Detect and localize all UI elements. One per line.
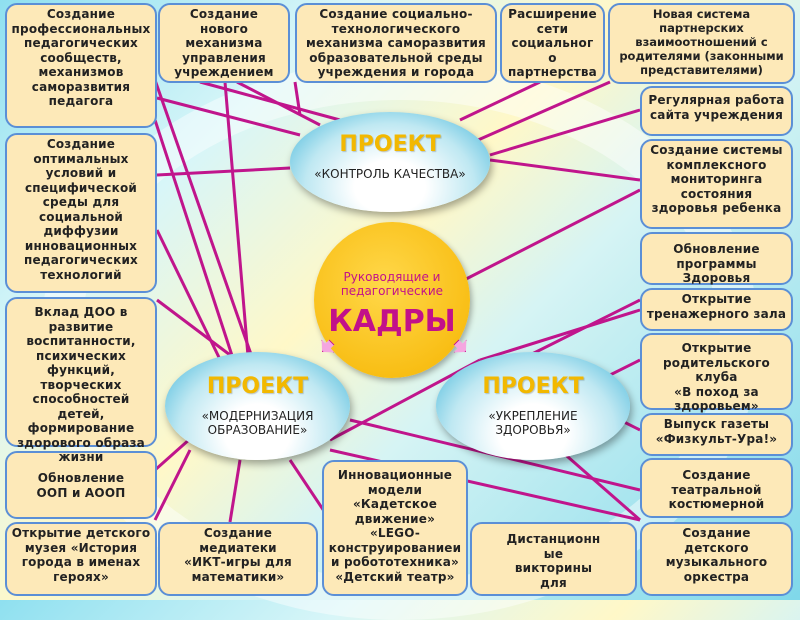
center-title: КАДРЫ — [328, 304, 456, 339]
project-subtitle: «УКРЕПЛЕНИЕ ЗДОРОВЬЯ» — [488, 409, 578, 437]
box-media-library: Создание медиатеки «ИКТ-игры для математ… — [158, 522, 318, 596]
box-professional-communities: Создание профессиональных педагогических… — [5, 3, 157, 128]
project-title: ПРОЕКТ — [339, 132, 441, 157]
box-innovative-models: Инновационные модели «Кадетское движение… — [322, 460, 468, 596]
box-health-monitoring: Создание системы комплексного мониторинг… — [640, 139, 793, 229]
box-newspaper: Выпуск газеты «Физкульт-Ура!» — [640, 413, 793, 456]
project-subtitle: «КОНТРОЛЬ КАЧЕСТВА» — [314, 167, 466, 181]
connector-line — [519, 298, 641, 362]
box-music-orchestra: Создание детского музыкального оркестра — [640, 522, 793, 596]
box-health-program: Обновление программы Здоровья — [640, 232, 793, 285]
box-oop-update: Обновление ООП и АООП — [5, 451, 157, 519]
connector-line — [153, 79, 262, 381]
project-subtitle: «МОДЕРНИЗАЦИЯ ОБРАЗОВАНИЕ» — [201, 409, 314, 437]
connector-line — [489, 108, 641, 157]
box-website: Регулярная работа сайта учреждения — [640, 86, 793, 136]
connector-line — [156, 166, 291, 177]
box-optimal-conditions: Создание оптимальных условий и специфиче… — [5, 133, 157, 293]
box-management-mechanism: Создание нового механизма управления учр… — [158, 3, 290, 83]
project-modernization: ПРОЕКТ «МОДЕРНИЗАЦИЯ ОБРАЗОВАНИЕ» — [165, 352, 350, 460]
box-social-partnership: Расширение сети социальног о партнерства — [500, 3, 605, 83]
connector-line — [459, 80, 541, 122]
project-health: ПРОЕКТ «УКРЕПЛЕНИЕ ЗДОРОВЬЯ» — [436, 352, 630, 460]
connector-line — [155, 229, 232, 381]
connector-line — [223, 81, 252, 381]
box-parents-partnership: Новая система партнерских взаимоотношени… — [608, 3, 795, 84]
box-parents-club: Открытие родительского клуба «В поход за… — [640, 333, 793, 413]
connector-line — [153, 449, 192, 521]
box-remote-quizzes: Дистанционн ые викторины для — [470, 522, 637, 596]
connector-line — [477, 80, 611, 142]
box-children-museum: Открытие детского музея «История города … — [5, 522, 157, 596]
box-costume-room: Создание театральной костюмерной — [640, 458, 793, 518]
center-staff: Руководящие и педагогические КАДРЫ — [314, 222, 470, 378]
connector-line — [153, 119, 242, 381]
connector-line — [479, 308, 641, 362]
project-title: ПРОЕКТ — [206, 374, 309, 399]
box-social-tech-mechanism: Создание социально- технологического мех… — [295, 3, 497, 83]
project-title: ПРОЕКТ — [482, 374, 584, 399]
box-doo-contribution: Вклад ДОО в развитие воспитанности, псих… — [5, 297, 157, 464]
connector-line — [228, 459, 242, 523]
project-quality-control: ПРОЕКТ «КОНТРОЛЬ КАЧЕСТВА» — [290, 112, 490, 212]
box-gym: Открытие тренажерного зала — [640, 288, 793, 331]
center-label: Руководящие и педагогические — [340, 270, 444, 298]
connector-line — [489, 158, 641, 182]
connector-line — [199, 80, 341, 122]
connector-line — [559, 448, 641, 522]
